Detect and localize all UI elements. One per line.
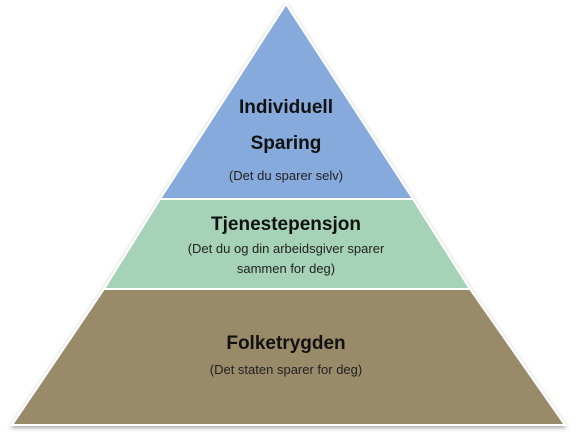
level-bottom-subtitle: (Det staten sparer for deg)	[209, 362, 363, 377]
pyramid-level-top	[158, 2, 415, 200]
level-bottom-title: Folketrygden	[226, 333, 346, 354]
level-middle-label: Tjenestepensjon (Det du og din arbeidsgi…	[150, 213, 422, 277]
level-middle-subtitle-line1: (Det du og din arbeidsgiver sparer	[187, 241, 385, 256]
level-middle-subtitle-line2: sammen for deg)	[236, 261, 336, 276]
level-middle-title: Tjenestepensjon	[211, 214, 361, 235]
level-top-title-line2: Sparing	[250, 133, 322, 154]
level-top-title-line1: Individuell	[239, 97, 333, 118]
level-top-subtitle: (Det du sparer selv)	[228, 168, 344, 183]
level-top-label: Individuell Sparing (Det du sparer selv)	[186, 90, 386, 184]
level-bottom-label: Folketrygden (Det staten sparer for deg)	[150, 332, 422, 378]
